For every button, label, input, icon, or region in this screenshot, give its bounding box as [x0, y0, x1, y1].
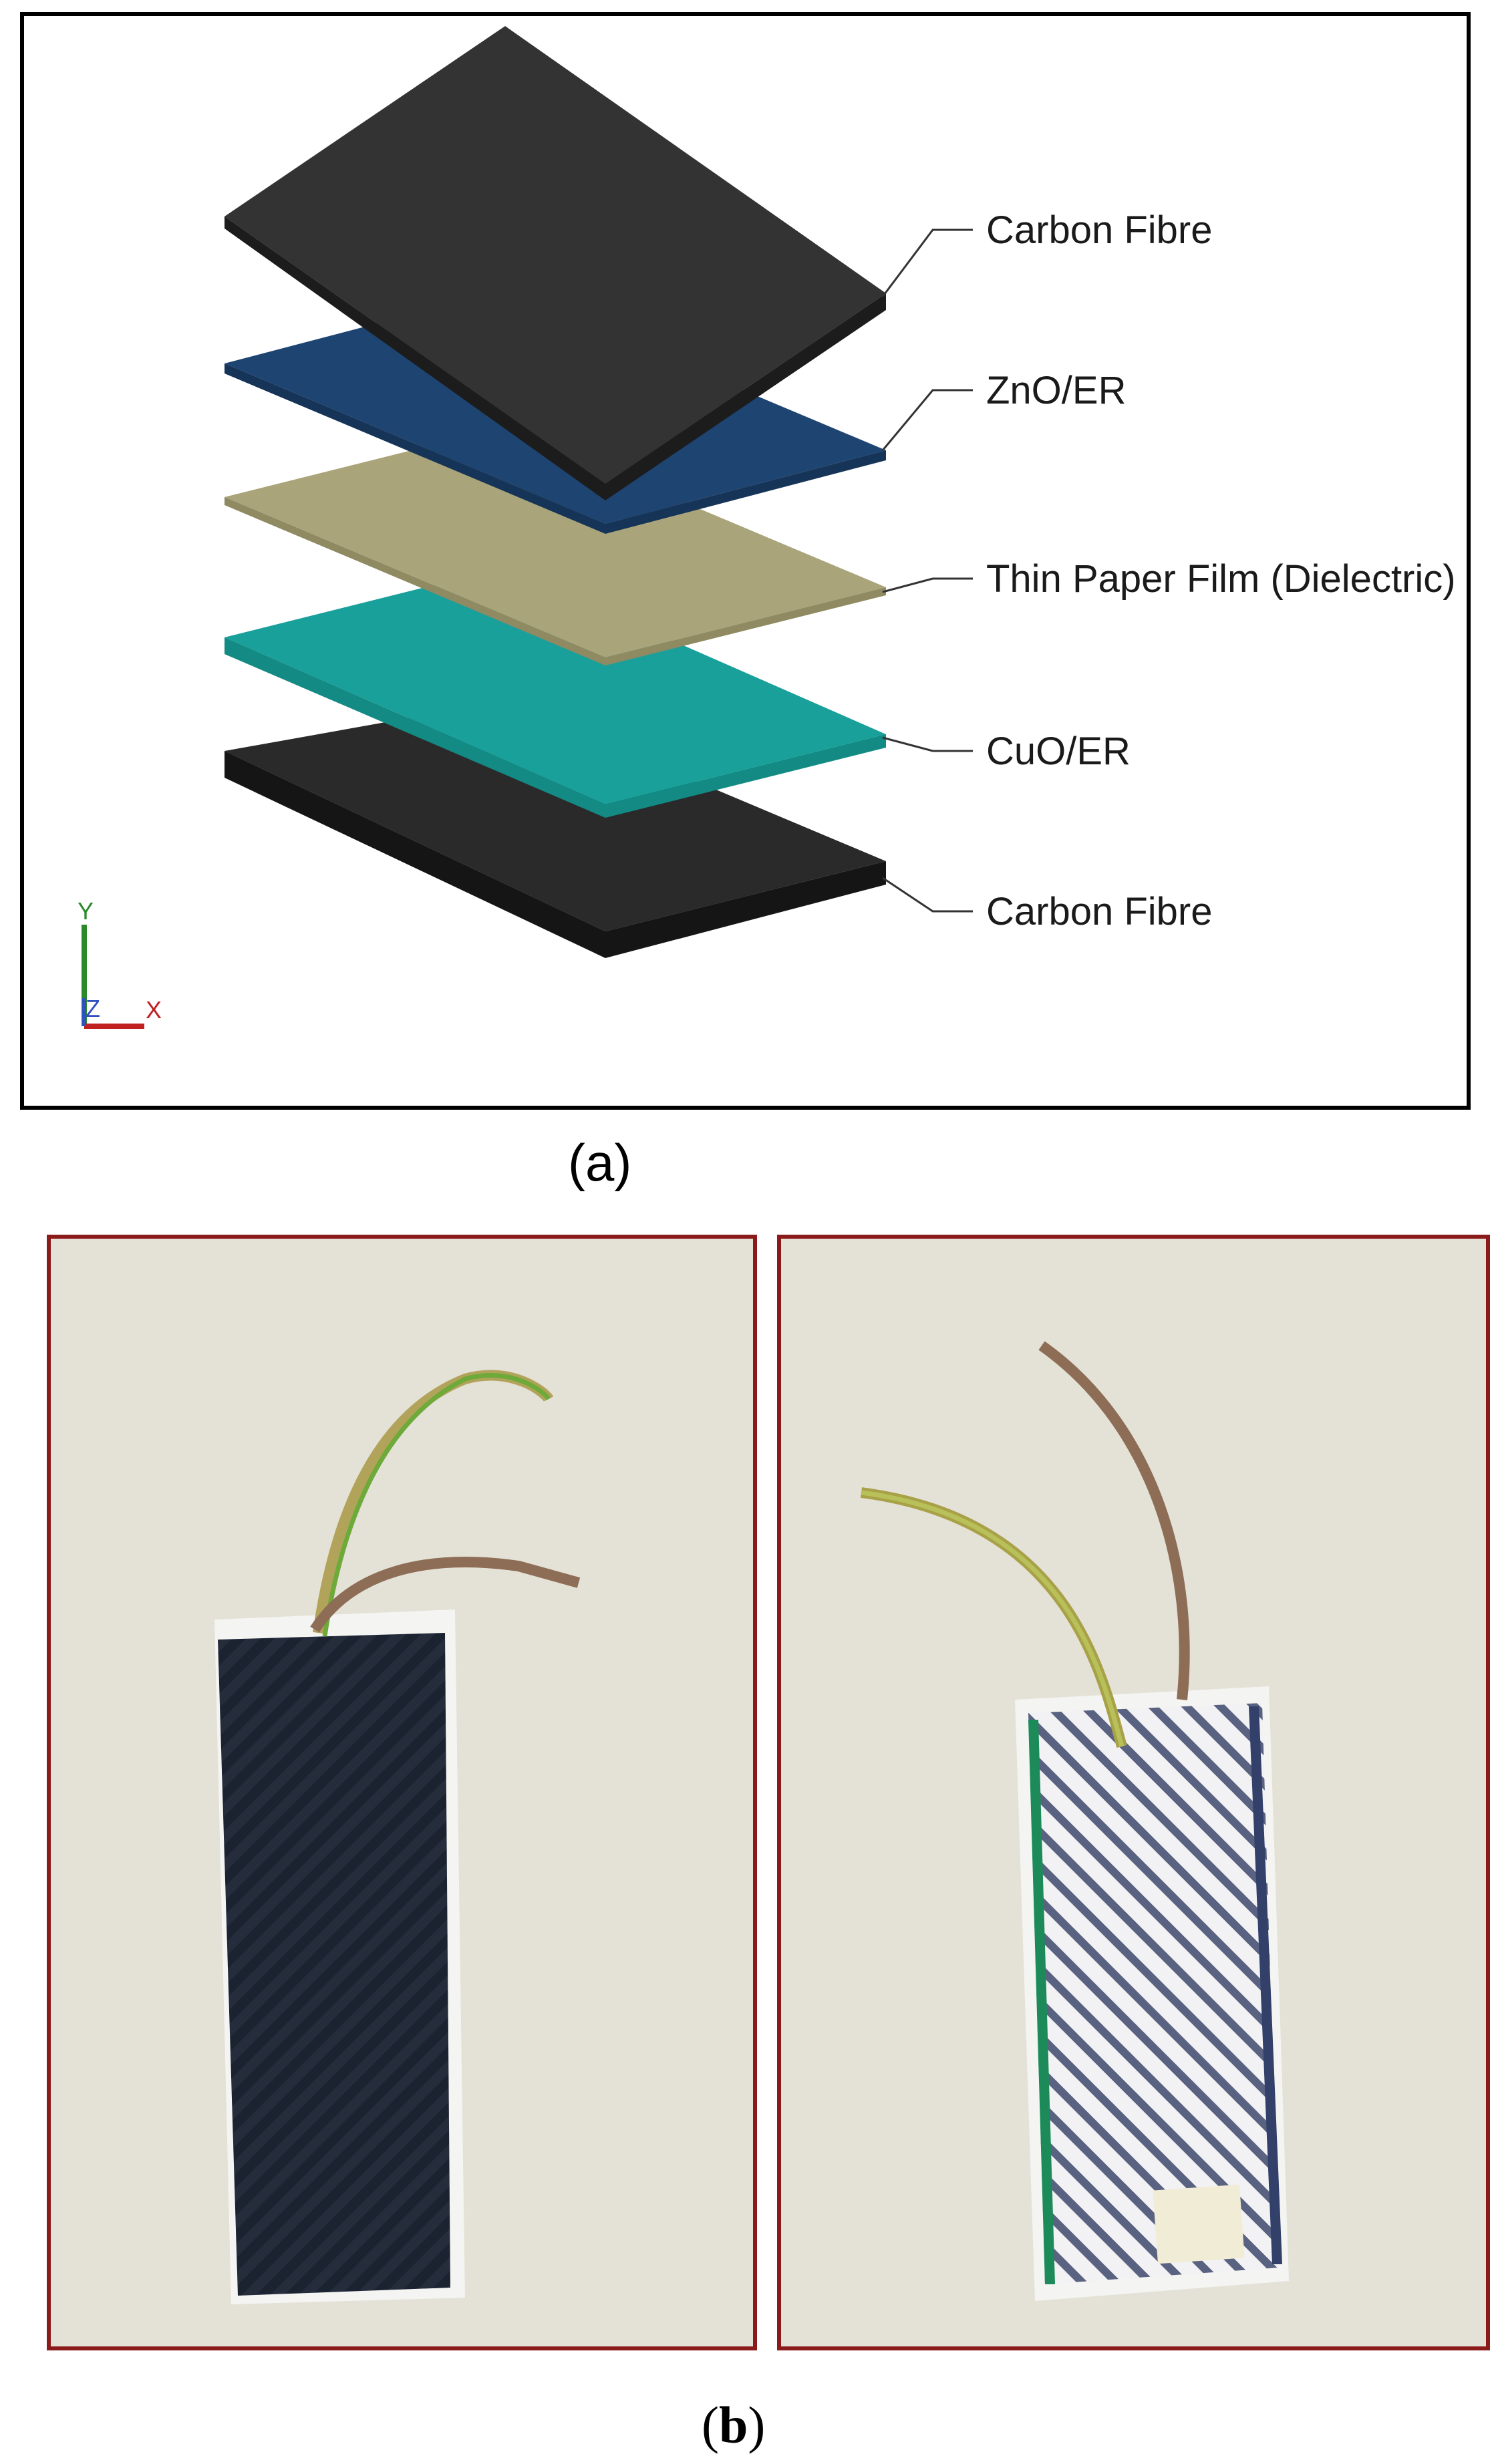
label-cuo-er: CuO/ER [986, 730, 1131, 773]
axis-triad-icon: Y Z X [78, 897, 162, 1029]
axis-y-label: Y [78, 897, 94, 925]
layer-cuo-er [225, 567, 886, 818]
leader-lines [881, 228, 973, 913]
layer-stack-diagram: Carbon Fibre ZnO/ER Thin Paper Film (Die… [20, 12, 1471, 1110]
photo-device-front [47, 1235, 757, 2350]
layer-carbon-fibre-bottom [225, 701, 886, 958]
layer-thin-paper-film [225, 427, 886, 665]
layer-carbon-fibre-top [225, 26, 886, 500]
caption-a: (a) [568, 1133, 632, 1192]
caption-b: (b) [702, 2396, 766, 2454]
photo-device-back [777, 1235, 1490, 2350]
label-thin-paper-film: Thin Paper Film (Dielectric) [986, 557, 1456, 601]
label-carbon-fibre-bottom: Carbon Fibre [986, 890, 1212, 933]
label-carbon-fibre-top: Carbon Fibre [986, 208, 1212, 252]
axis-x-label: X [146, 996, 162, 1024]
axis-z-label: Z [86, 995, 100, 1022]
label-zno-er: ZnO/ER [986, 369, 1127, 412]
